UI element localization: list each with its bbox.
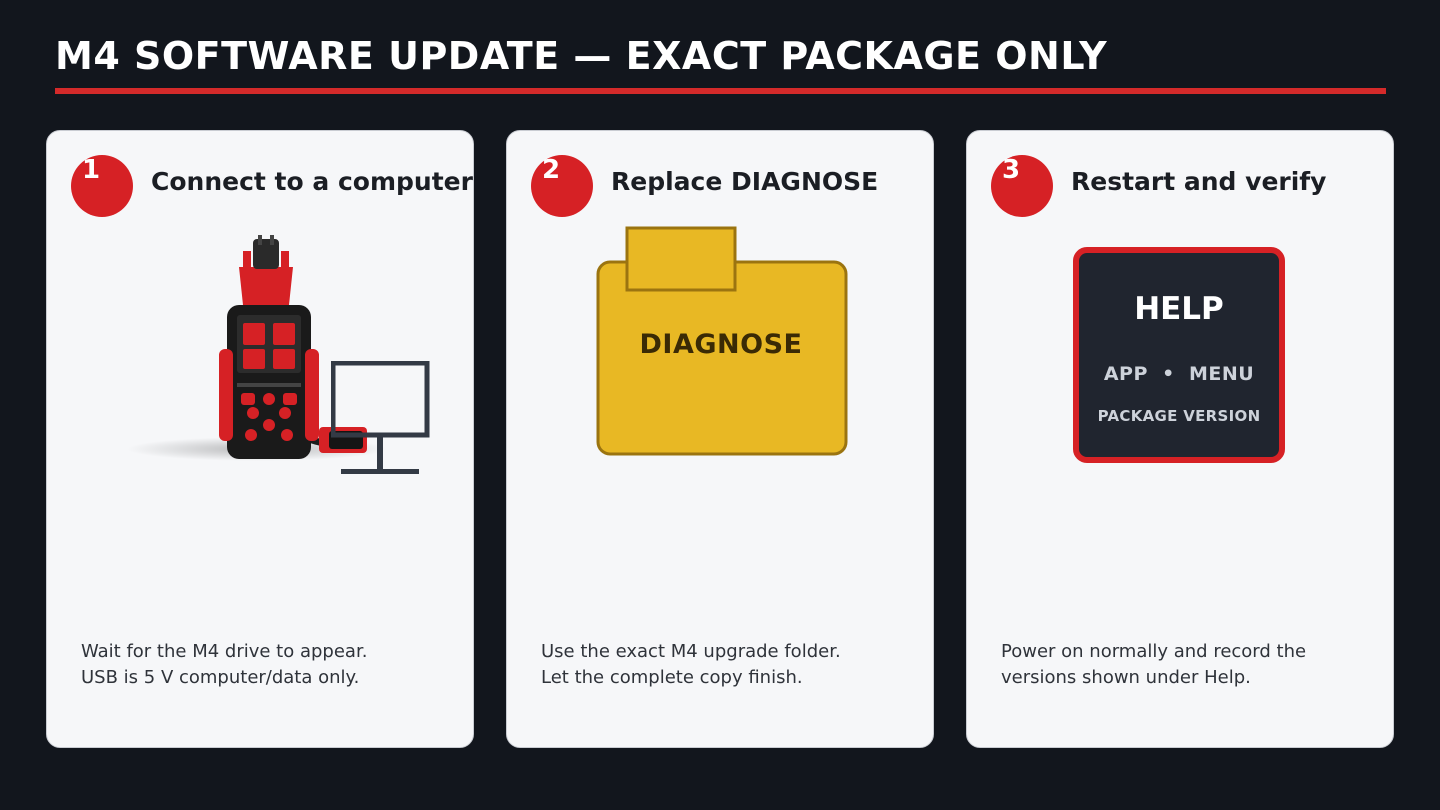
help-screen-icon: HELP APP • MENU PACKAGE VERSION bbox=[1073, 247, 1285, 463]
step-number-badge: 3 bbox=[991, 155, 1053, 217]
step-title: Restart and verify bbox=[1071, 167, 1327, 196]
step-number: 2 bbox=[542, 155, 561, 185]
title-underline bbox=[55, 88, 1386, 94]
step-title: Connect to a computer bbox=[151, 167, 473, 196]
computer-monitor-icon bbox=[331, 361, 430, 474]
step-number-badge: 2 bbox=[531, 155, 593, 217]
step-number-badge: 1 bbox=[71, 155, 133, 217]
step-line: Power on normally and record the bbox=[1001, 641, 1307, 662]
folder-icon bbox=[596, 226, 848, 456]
step-line: versions shown under Help. bbox=[1001, 667, 1251, 688]
help-menu-path: APP • MENU bbox=[1103, 363, 1255, 385]
page-title: M4 SOFTWARE UPDATE — EXACT PACKAGE ONLY bbox=[55, 34, 1108, 78]
step-card-replace: 2 Replace DIAGNOSE DIAGNOSE Use the exac… bbox=[506, 130, 934, 748]
step-card-connect: 1 Connect to a computer bbox=[46, 130, 474, 748]
folder-label: DIAGNOSE bbox=[639, 329, 803, 360]
help-title: HELP bbox=[1134, 291, 1224, 327]
step-number: 3 bbox=[1002, 155, 1021, 185]
help-package-version: PACKAGE VERSION bbox=[1097, 407, 1261, 425]
step-description: Power on normally and record the version… bbox=[1001, 639, 1371, 691]
step-title: Replace DIAGNOSE bbox=[611, 167, 879, 196]
step-line: Let the complete copy finish. bbox=[541, 667, 803, 688]
step-description: Use the exact M4 upgrade folder. Let the… bbox=[541, 639, 911, 691]
step-number: 1 bbox=[82, 155, 101, 185]
step-card-restart: 3 Restart and verify HELP APP • MENU PAC… bbox=[966, 130, 1394, 748]
step-line: Wait for the M4 drive to appear. bbox=[81, 641, 368, 662]
step-line: USB is 5 V computer/data only. bbox=[81, 667, 360, 688]
step-line: Use the exact M4 upgrade folder. bbox=[541, 641, 841, 662]
step-description: Wait for the M4 drive to appear. USB is … bbox=[81, 639, 451, 691]
